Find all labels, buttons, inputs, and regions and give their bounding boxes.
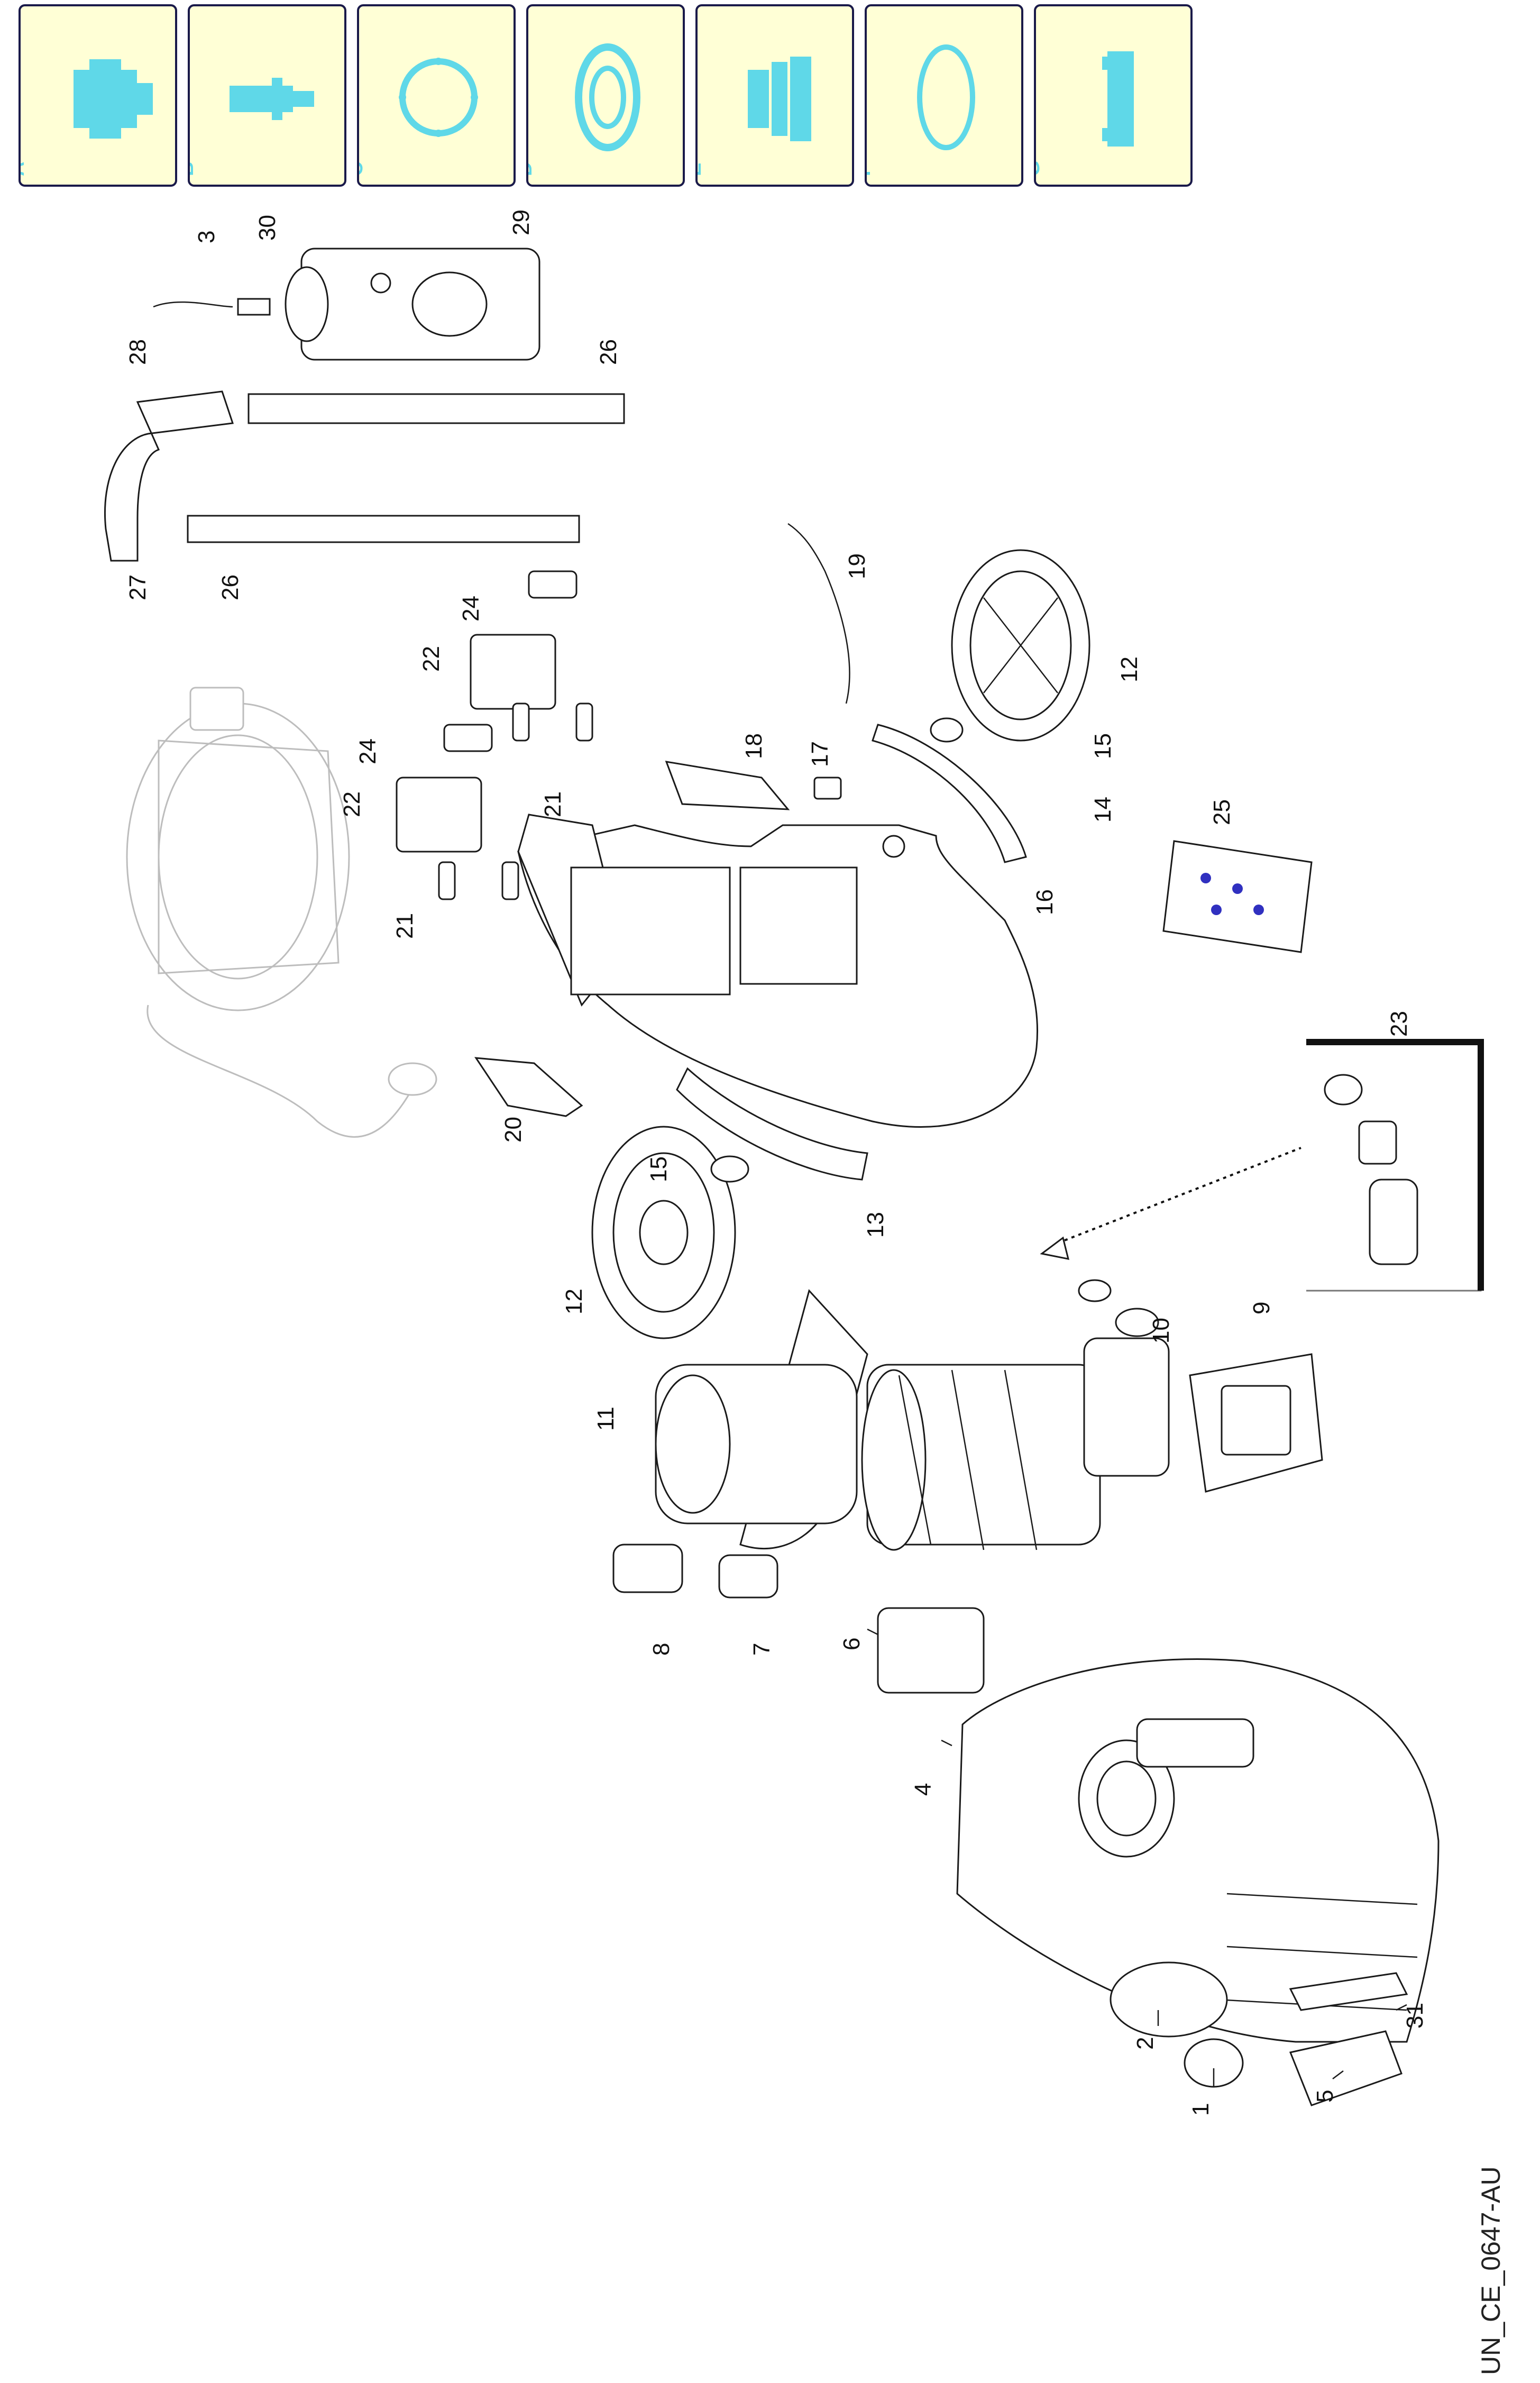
wheel-right [930,549,1090,743]
callout-22a: 22 [339,791,365,817]
legend-box-e[interactable]: E [695,4,854,187]
callout-28: 28 [125,339,151,365]
callout-15b: 15 [1090,733,1116,759]
callouts: 1 2 3 4 5 6 7 8 9 10 11 12 12 13 14 15 1… [125,209,1428,2116]
part-20 [474,1057,583,1117]
rail-13 [676,1067,868,1181]
part-5 [1289,2030,1402,2106]
legend-box-b[interactable]: B [188,4,346,187]
callout-9: 9 [1249,1302,1275,1314]
handle-assembly [104,248,625,562]
legend-box-a[interactable]: A [19,4,177,187]
seal-ring-icon [575,43,640,151]
callout-16: 16 [1032,889,1058,915]
callout-5: 5 [1312,2090,1338,2103]
callout-29: 29 [508,209,534,235]
callout-1: 1 [1188,2103,1214,2116]
part-6 [877,1607,985,1694]
part-25 [1162,840,1313,953]
part-7 [718,1554,778,1599]
chassis [517,814,1039,1128]
callout-8: 8 [648,1643,674,1656]
callout-23: 23 [1386,1011,1412,1037]
brackets [396,570,842,900]
callout-26a: 26 [217,574,243,600]
gasket-ring-icon [399,58,478,137]
callout-19: 19 [844,553,870,579]
callout-30: 30 [254,215,280,241]
inset-box-23 [1040,1039,1484,1292]
callout-12a: 12 [561,1289,587,1314]
callout-4: 4 [910,1783,936,1796]
rail-14 [872,724,1027,863]
callout-3: 3 [194,231,219,243]
document-code: UN_CE_0647-AU [1476,2166,1506,2375]
callout-14: 14 [1090,797,1116,823]
callout-10: 10 [1148,1318,1174,1344]
power-cord [787,523,850,704]
legend-box-g[interactable]: G [1034,4,1193,187]
legend-box-c[interactable]: C [357,4,516,187]
part-8 [612,1544,683,1593]
callout-25: 25 [1209,799,1235,825]
callout-24a: 24 [355,738,381,764]
callout-2: 2 [1132,2037,1158,2050]
part-31 [1289,1972,1408,2011]
leader-lines [867,1628,1407,2087]
callout-13: 13 [863,1212,888,1238]
callout-24b: 24 [458,596,484,622]
callout-22b: 22 [418,646,444,672]
motor-pump [655,1279,1170,1551]
part-2 [1110,1961,1228,2038]
housing [956,1658,1440,2043]
callout-6: 6 [839,1638,865,1650]
gear-cluster-icon [74,59,153,139]
callout-27: 27 [125,574,151,600]
hose-reel [126,687,437,1138]
callout-31: 31 [1402,2003,1428,2029]
callout-15a: 15 [646,1156,672,1182]
callout-26b: 26 [595,339,621,365]
flat-seal-icon [1102,51,1134,147]
callout-17: 17 [807,741,833,767]
callout-7: 7 [749,1643,775,1656]
shaft-icon [230,78,314,120]
callout-20: 20 [500,1117,526,1143]
legend-box-d[interactable]: D [526,4,685,187]
wheel-left [591,1126,749,1339]
callout-21a: 21 [392,913,418,939]
callout-12b: 12 [1116,656,1142,682]
stepped-bushing-icon [748,57,811,141]
o-ring-icon [917,44,975,150]
legend-box-f[interactable]: F [865,4,1023,187]
callout-21b: 21 [540,791,566,817]
callout-11: 11 [593,1407,619,1431]
callout-18: 18 [741,733,767,759]
